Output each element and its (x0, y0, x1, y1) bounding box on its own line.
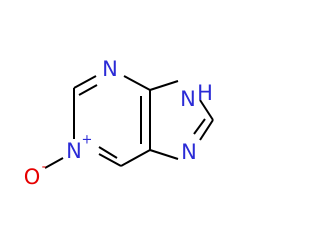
atom-n1: N + (66, 133, 92, 164)
bond-n3-c4 (123, 75, 151, 91)
bond-c5-c6 (120, 149, 151, 167)
atom-o-charge: - (42, 160, 47, 175)
bond-n1-o (44, 157, 64, 169)
bond-c8-n7 (199, 119, 214, 141)
atom-n1-charge: + (82, 133, 93, 148)
atom-n7: N (181, 140, 197, 164)
bond-n7-c5 (149, 149, 179, 160)
bond-c8-n7-double (193, 118, 206, 135)
atom-o-symbol: O (24, 165, 41, 189)
bond-c6-n1 (98, 153, 122, 167)
atom-o: O - (24, 160, 47, 190)
atom-n9: N (180, 87, 196, 111)
atom-labels: N N H N + N O - (24, 57, 213, 189)
atom-n3: N (102, 57, 118, 81)
bond-c2-n3-double (78, 84, 98, 96)
purine-n-oxide-structure: N N H N + N O - (24, 57, 214, 189)
bond-c6-n1-double (98, 146, 118, 159)
atom-n1-symbol: N (66, 139, 82, 163)
atom-n9-h: N H (180, 81, 213, 111)
bond-c2-n3 (73, 75, 97, 89)
bond-c4-n9 (149, 80, 179, 91)
atom-h: H (197, 81, 213, 105)
bonds (44, 75, 214, 169)
bond-n9-c8 (199, 99, 214, 121)
